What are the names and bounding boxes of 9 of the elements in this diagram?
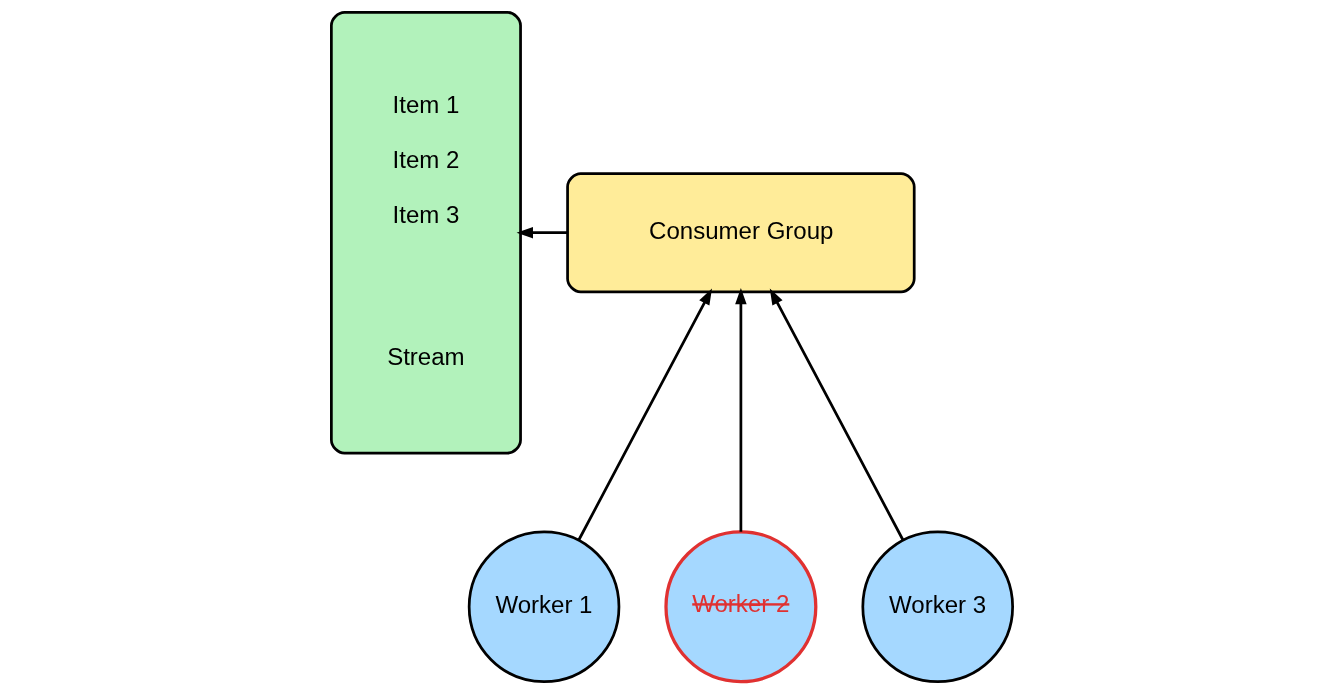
node-circle: Worker 2 bbox=[664, 530, 818, 684]
arrow bbox=[735, 287, 747, 532]
node-circle: Worker 3 bbox=[861, 530, 1014, 683]
arrow bbox=[769, 288, 905, 541]
arrow bbox=[577, 288, 712, 541]
node-circle: Worker 1 bbox=[467, 530, 621, 683]
arrow bbox=[516, 226, 568, 239]
node-box: Item 1 Item 2 Item 3 Stream bbox=[330, 11, 522, 455]
node-box: Consumer Group bbox=[566, 172, 916, 294]
